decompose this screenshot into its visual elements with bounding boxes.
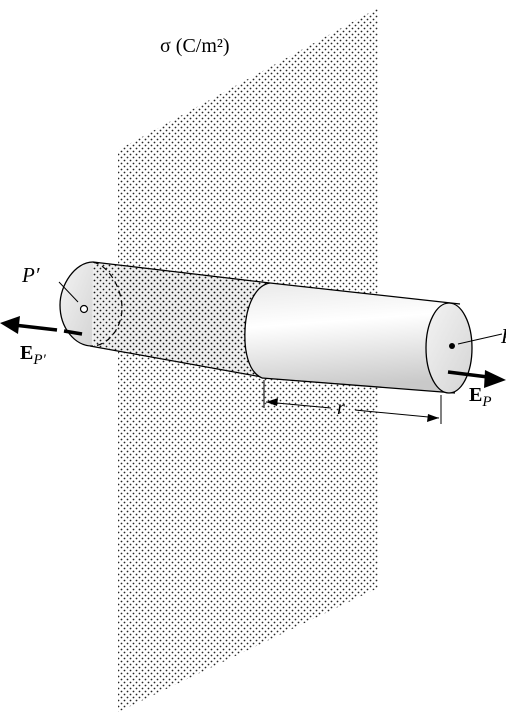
field-right-label: EP: [469, 384, 492, 410]
p-pointer: [457, 333, 503, 345]
field-left-symbol: E: [20, 342, 33, 364]
cylinder-front-segment: [244, 282, 461, 394]
distance-dimension: [263, 380, 442, 424]
point-p-label: P: [500, 324, 506, 348]
left-cap-hidden-edge: [91, 261, 123, 347]
distance-label: r: [337, 397, 345, 419]
field-right-subscript: P: [481, 394, 491, 410]
field-arrow-right: [447, 370, 506, 388]
field-arrow-left: [0, 316, 83, 336]
left-end-cap: [59, 261, 123, 347]
sheet-charge-label: σ (C/m²): [160, 35, 230, 57]
field-left-label: EP′: [20, 342, 47, 368]
point-p-prime-label: P′: [21, 263, 40, 287]
point-p-marker: [449, 343, 455, 349]
field-right-symbol: E: [469, 384, 482, 406]
field-left-subscript: P′: [32, 352, 46, 368]
p-prime-pointer: [58, 281, 79, 303]
point-p-prime-marker: [79, 304, 89, 314]
right-end-cap: [425, 302, 473, 394]
